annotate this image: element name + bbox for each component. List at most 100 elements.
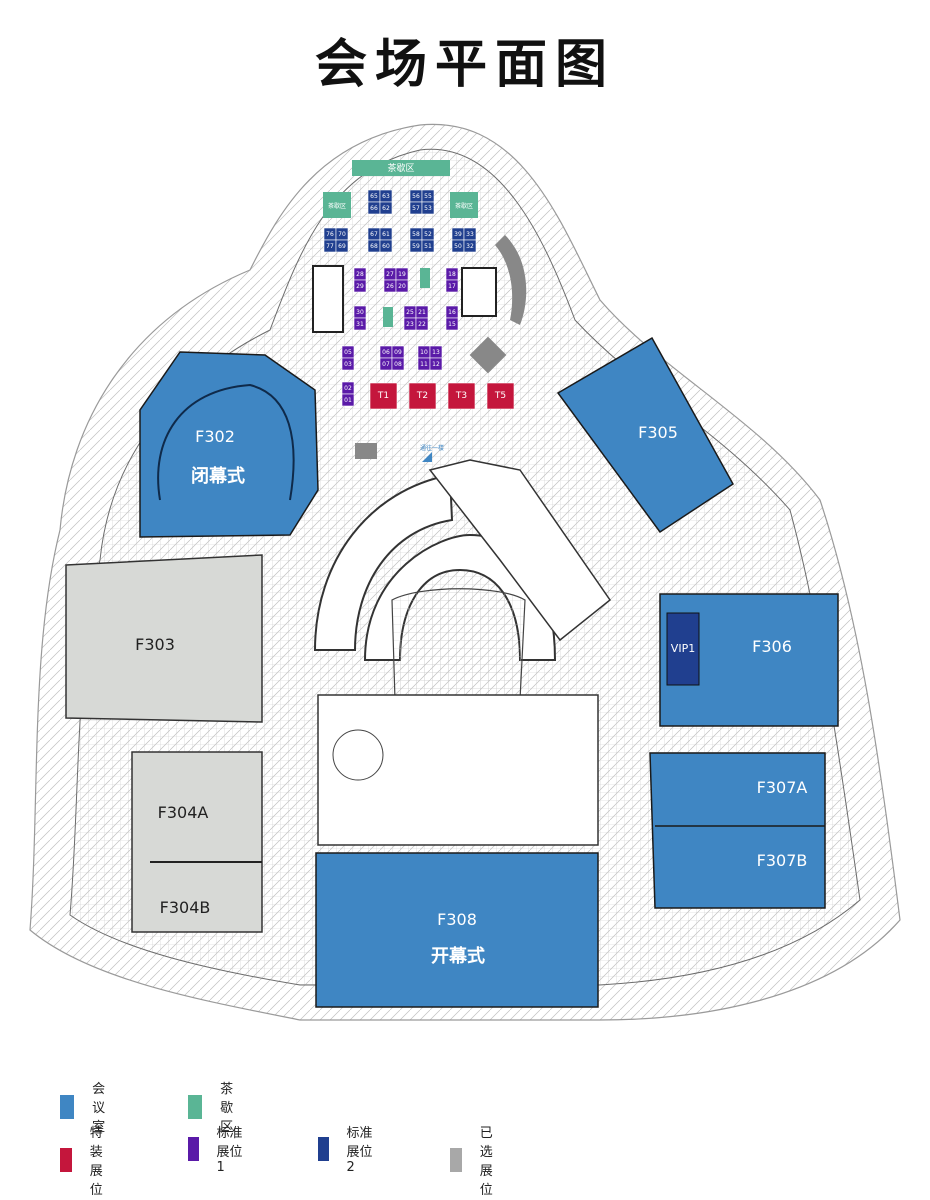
booth-t2[interactable]: [408, 382, 437, 410]
booth-67-label: 67: [370, 231, 378, 238]
booth-62[interactable]: [379, 201, 393, 215]
booth-51[interactable]: [421, 239, 435, 253]
booth-68-label: 68: [370, 243, 378, 250]
booth-17-label: 17: [448, 283, 456, 290]
room-f305-label: F305: [638, 423, 678, 442]
room-f308[interactable]: [315, 852, 599, 1008]
booth-t3-label: T3: [455, 391, 467, 401]
room-f302-inner-line: [157, 383, 295, 501]
booth-t5-label: T5: [494, 391, 506, 401]
booth-69-label: 69: [338, 243, 346, 250]
booth-63-label: 63: [382, 193, 390, 200]
room-f305[interactable]: [556, 336, 734, 534]
booth-11-label: 11: [420, 361, 428, 368]
booth-60-label: 60: [382, 243, 390, 250]
legend-swatch-tea: [188, 1094, 203, 1119]
legend-item-standard2: 标准展位2: [318, 1122, 373, 1175]
booth-51-label: 51: [424, 243, 432, 250]
booth-03[interactable]: [341, 357, 355, 371]
booth-02-label: 02: [344, 385, 352, 392]
booth-61-label: 61: [382, 231, 390, 238]
booth-20[interactable]: [395, 279, 409, 293]
auditorium-seating: [391, 588, 526, 701]
booth-50-label: 50: [454, 243, 462, 250]
room-f303-label: F303: [135, 635, 175, 654]
room-f306-label: F306: [752, 637, 792, 656]
booth-t3[interactable]: [447, 382, 476, 410]
tea-area-left[interactable]: [323, 192, 351, 218]
booth-05-label: 05: [344, 349, 352, 356]
booth-31-label: 31: [356, 321, 364, 328]
stair-core-left: [312, 265, 344, 333]
room-f307b-label: F307B: [757, 851, 808, 870]
room-f304[interactable]: [131, 751, 263, 933]
booth-t5[interactable]: [486, 382, 515, 410]
booth-60[interactable]: [379, 239, 393, 253]
booth-22-label: 22: [418, 321, 426, 328]
booth-28-label: 28: [356, 271, 364, 278]
booth-t1[interactable]: [369, 382, 398, 410]
legend-label-selected: 已选展位: [479, 1126, 493, 1198]
booth-08[interactable]: [391, 357, 405, 371]
booth-12[interactable]: [429, 357, 443, 371]
booth-31[interactable]: [353, 317, 367, 331]
room-f308-sublabel: 开幕式: [431, 945, 485, 967]
tea-area-right-label: 茶歇区: [455, 202, 473, 210]
booth-01-label: 01: [344, 397, 352, 404]
legend-item-standard1: 标准展位1: [188, 1122, 243, 1175]
booth-32-label: 32: [466, 243, 474, 250]
room-f307a-label: F307A: [757, 778, 808, 797]
booth-20-label: 20: [398, 283, 406, 290]
booth-57-label: 57: [412, 205, 420, 212]
legend-swatch-standard2: [318, 1136, 329, 1161]
booth-09-label: 09: [394, 349, 402, 356]
room-f307[interactable]: [649, 752, 826, 909]
room-f304b-label: F304B: [160, 898, 211, 917]
legend-label-standard2: 标准展位2: [346, 1126, 373, 1175]
legend-swatch-special: [60, 1148, 72, 1172]
escalator-structure: [428, 459, 612, 642]
booth-15[interactable]: [445, 317, 459, 331]
special-booth-group: T1 T2 T3 T5: [369, 382, 515, 410]
booth-39-label: 39: [454, 231, 462, 238]
booth-08-label: 08: [394, 361, 402, 368]
booth-66-label: 66: [370, 205, 378, 212]
room-f303[interactable]: [65, 554, 263, 723]
booth-32[interactable]: [463, 239, 477, 253]
booth-07-label: 07: [382, 361, 390, 368]
room-vip1[interactable]: [666, 612, 700, 686]
booth-17[interactable]: [445, 279, 459, 293]
legend-label-special: 特装展位: [89, 1126, 103, 1198]
room-f306[interactable]: [659, 593, 839, 727]
tea-area-top[interactable]: [352, 160, 450, 176]
booth-53[interactable]: [421, 201, 435, 215]
tea-area-right[interactable]: [450, 192, 478, 218]
stair-ramp: [495, 235, 527, 325]
booth-26-label: 26: [386, 283, 394, 290]
booth-t2-label: T2: [416, 391, 428, 401]
booth-59-label: 59: [412, 243, 420, 250]
booth-69[interactable]: [335, 239, 349, 253]
booth-10-label: 10: [420, 349, 428, 356]
booth-33-label: 33: [466, 231, 474, 238]
booth-16-label: 16: [448, 309, 456, 316]
booth-62-label: 62: [382, 205, 390, 212]
tea-area-small-1[interactable]: [420, 268, 430, 288]
booth-18-label: 18: [448, 271, 456, 278]
legend-item-special: 特装展位: [60, 1122, 115, 1198]
booth-t1-label: T1: [377, 391, 389, 401]
booth-01[interactable]: [341, 393, 355, 407]
booth-22[interactable]: [415, 317, 429, 331]
booth-25-label: 25: [406, 309, 414, 316]
booth-53-label: 53: [424, 205, 432, 212]
legend-item-selected: 已选展位: [450, 1122, 505, 1198]
legend-swatch-selected: [450, 1148, 462, 1172]
booth-21-label: 21: [418, 309, 426, 316]
tea-area-small-2[interactable]: [383, 307, 393, 327]
pillar-diamond: [469, 336, 507, 374]
legend-label-standard1: 标准展位1: [216, 1126, 243, 1175]
booth-29[interactable]: [353, 279, 367, 293]
